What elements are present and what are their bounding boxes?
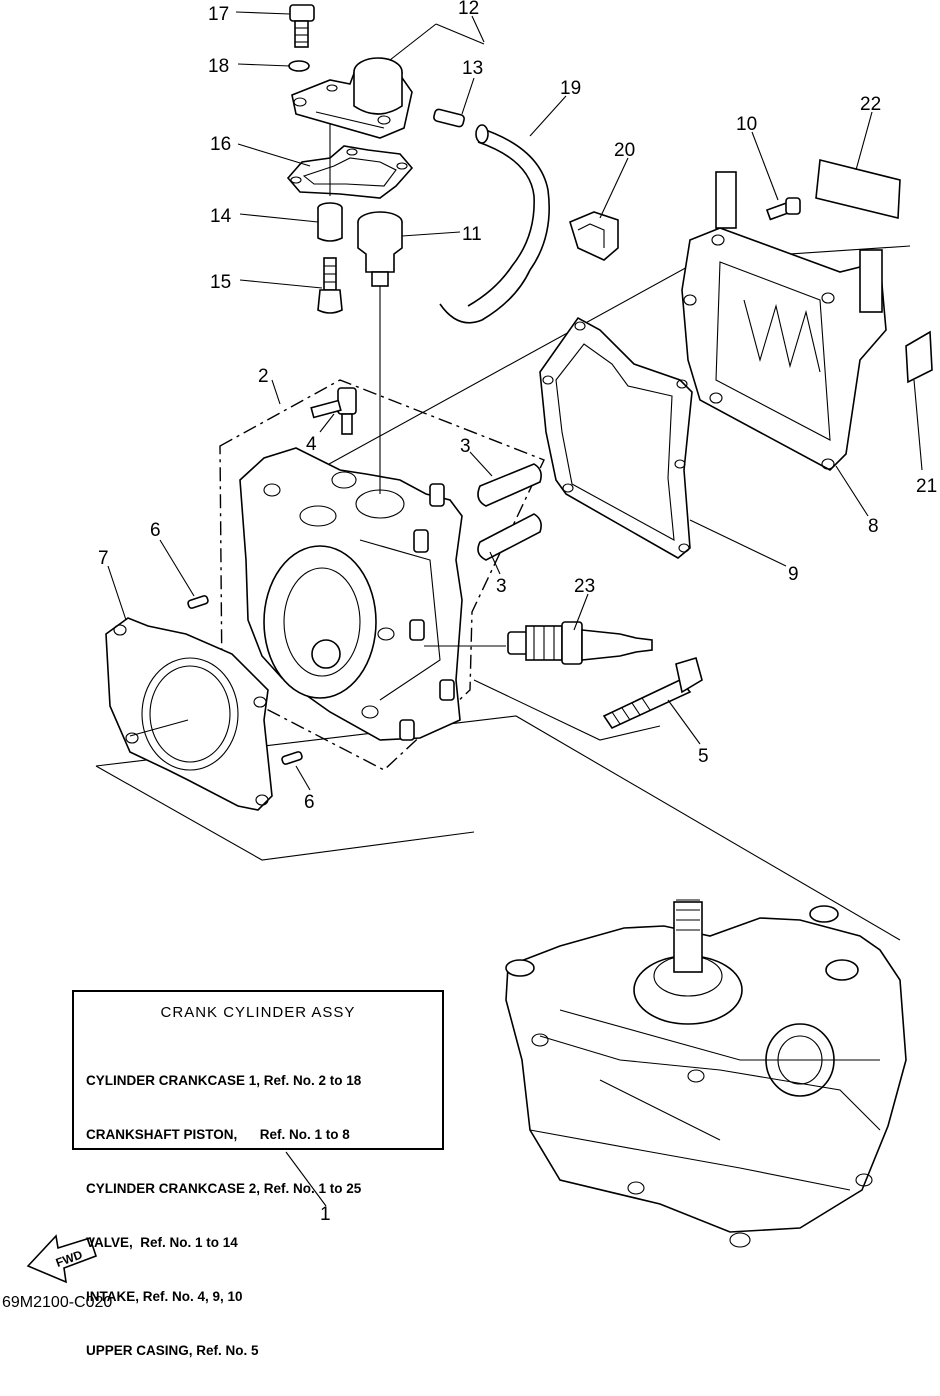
hose-19-outer: [439, 127, 550, 324]
legend-row: VALVE, Ref. No. 1 to 14: [86, 1235, 238, 1250]
exploded-parts-diagram: FWD 1 2 3: [26, 0, 937, 1284]
legend-title: CRANK CYLINDER ASSY: [160, 1004, 356, 1021]
part-number-20: 20: [614, 140, 635, 161]
head-gasket-7: [105, 617, 273, 811]
label-21: [905, 330, 933, 384]
gasket-9: [539, 316, 693, 559]
legend-row: UPPER CASING, Ref. No. 5: [86, 1343, 259, 1358]
part-number-14: 14: [210, 206, 232, 227]
part-number-18: 18: [208, 56, 229, 77]
part-number-17: 17: [208, 4, 229, 25]
part-number-1: 1: [320, 1204, 331, 1225]
thermostat-11: [357, 211, 403, 287]
clip-20: [569, 211, 619, 261]
gasket-16: [286, 145, 414, 199]
part-number-6-upper: 6: [150, 520, 161, 541]
part-number-2: 2: [258, 366, 269, 387]
collar-14: [317, 202, 343, 242]
part-number-3-upper: 3: [460, 436, 471, 457]
part-number-10: 10: [736, 114, 757, 135]
part-number-22: 22: [860, 94, 881, 115]
part-number-9: 9: [788, 564, 799, 585]
hose-19-inner: [467, 141, 535, 307]
part-number-4: 4: [306, 434, 317, 455]
bolt-5: [602, 656, 703, 730]
part-number-7: 7: [98, 548, 109, 569]
part-number-21: 21: [916, 476, 937, 497]
label-22: [815, 159, 901, 220]
assembly-legend-box: CRANK CYLINDER ASSY CYLINDER CRANKCASE 1…: [72, 990, 444, 1358]
part-number-15: 15: [210, 272, 231, 293]
intake-cover-8: [681, 171, 887, 471]
part-number-13: 13: [462, 58, 483, 79]
part-number-16: 16: [210, 134, 231, 155]
cylinder-crankcase-2: [239, 447, 463, 741]
part-number-11: 11: [462, 224, 482, 245]
part-number-8: 8: [868, 516, 879, 537]
bolt-15: [317, 257, 343, 314]
nipple-4: [310, 387, 357, 435]
pin-3-upper: [477, 463, 542, 507]
dowel-pin-6-lower: [281, 751, 303, 765]
part-number-6-lower: 6: [304, 792, 315, 813]
part-number-12: 12: [458, 0, 479, 19]
thermostat-cover-12: [291, 57, 413, 139]
dowel-pin-6-upper: [187, 595, 209, 609]
fitting-13: [433, 108, 465, 128]
legend-row: CYLINDER CRANKCASE 1, Ref. No. 2 to 18: [86, 1073, 362, 1088]
screw-10: [765, 197, 801, 221]
crankcase-subassembly: [505, 899, 907, 1248]
part-number-5: 5: [698, 746, 709, 767]
hose-19-end: [475, 124, 489, 144]
legend-row: CYLINDER CRANKCASE 2, Ref. No. 1 to 25: [86, 1181, 362, 1196]
legend-rows: CYLINDER CRANKCASE 1, Ref. No. 2 to 18 C…: [86, 1036, 361, 1396]
legend-row: CRANKSHAFT PISTON, Ref. No. 1 to 8: [86, 1127, 350, 1142]
part-number-19: 19: [560, 78, 581, 99]
leader-lines: [107, 11, 923, 1207]
legend-row: INTAKE, Ref. No. 4, 9, 10: [86, 1289, 243, 1304]
washer-18: [288, 60, 310, 72]
part-number-labels: 1 2 3 3 4 5 6 6 7 8 9 10 11 12 13 14 15 …: [98, 0, 937, 1225]
pin-3-lower: [477, 513, 542, 561]
part-number-23: 23: [574, 576, 595, 597]
part-number-3-lower: 3: [496, 576, 507, 597]
bolt-17: [289, 4, 315, 48]
diagram-code: 69M2100-C020: [2, 1294, 113, 1311]
spark-plug-23: [507, 621, 653, 665]
